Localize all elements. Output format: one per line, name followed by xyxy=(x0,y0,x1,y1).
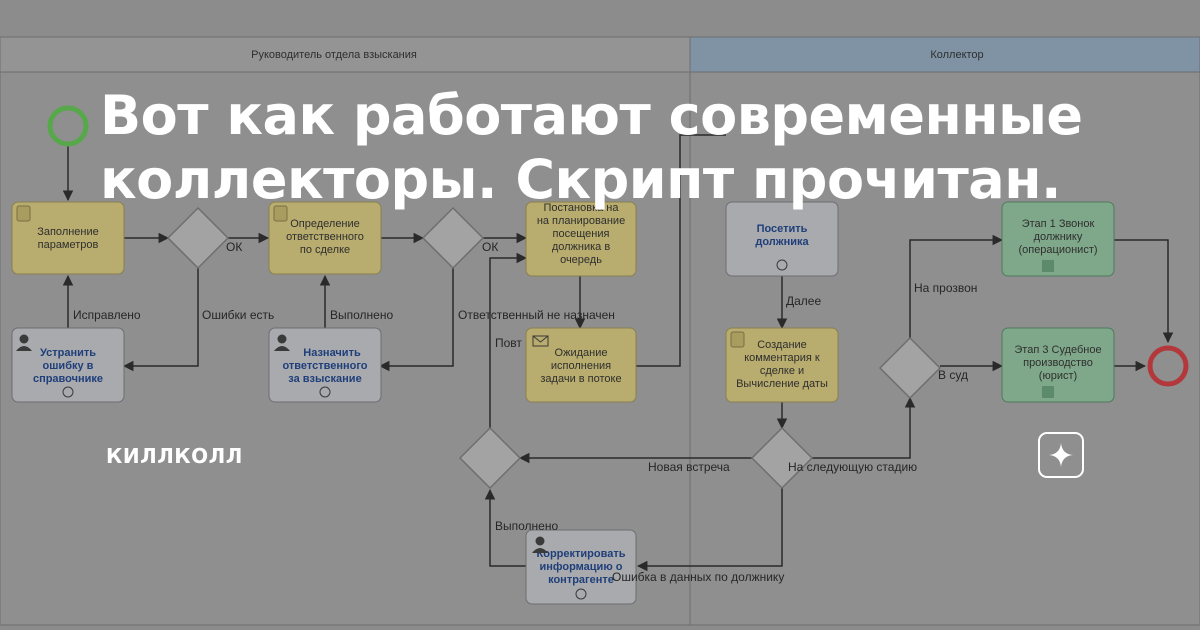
flow-label-done-1: Выполнено xyxy=(330,308,393,322)
message-icon xyxy=(532,335,549,347)
subprocess-plus-icon xyxy=(1042,386,1054,398)
lane-title-manager: Руководитель отдела взыскания xyxy=(251,49,417,61)
lane-header-left xyxy=(0,36,691,73)
timer-icon xyxy=(575,588,587,600)
flow-label-repeat: Повт xyxy=(495,336,522,350)
gateway-stage xyxy=(878,336,942,400)
user-icon xyxy=(16,346,32,351)
sparkle-icon xyxy=(1049,443,1073,467)
end-event xyxy=(1147,345,1189,387)
flow-label-ok-2: ОК xyxy=(482,240,498,254)
headline: Вот как работают современные коллекторы.… xyxy=(100,84,1160,212)
gateway-check-params xyxy=(166,206,230,270)
flow-label-to-call: На прозвон xyxy=(914,281,977,295)
timer-icon xyxy=(62,386,74,398)
timer-icon xyxy=(776,259,788,271)
headline-line-2: коллекторы. Скрипт прочитан. xyxy=(100,148,1062,211)
start-event xyxy=(47,105,89,147)
lane-title-collector: Коллектор xyxy=(930,49,983,61)
flow-label-next: Далее xyxy=(786,294,821,308)
user-icon xyxy=(19,334,29,344)
gateway-visit-result xyxy=(750,426,814,490)
sparkle-button[interactable] xyxy=(1038,432,1084,478)
flow-label-fixed: Исправлено xyxy=(73,308,141,322)
user-icon xyxy=(535,536,545,546)
timer-icons xyxy=(62,259,788,600)
flow-label-data-error: Ошибка в данных по должнику xyxy=(612,570,784,584)
subprocess-plus-icon xyxy=(1042,260,1054,272)
flow-label-no-owner: Ответственный не назначен xyxy=(458,308,615,322)
flow-label-errors: Ошибки есть xyxy=(202,308,274,322)
headline-line-1: Вот как работают современные xyxy=(100,84,1083,147)
script-icon xyxy=(16,205,31,222)
flow-label-done-2: Выполнено xyxy=(495,519,558,533)
flow-label-new-meeting: Новая встреча xyxy=(648,460,730,474)
subprocess-markers xyxy=(1042,260,1054,398)
script-icons xyxy=(16,205,745,348)
user-icon xyxy=(532,548,548,553)
flow-label-to-court: В суд xyxy=(938,368,968,382)
sequence-flows xyxy=(62,134,1174,572)
script-icon xyxy=(273,205,288,222)
flow-label-ok-1: ОК xyxy=(226,240,242,254)
flow-label-next-stage: На следующую стадию xyxy=(788,460,917,474)
user-icon xyxy=(277,334,287,344)
timer-icon xyxy=(319,386,331,398)
user-icon xyxy=(274,346,290,351)
gateways xyxy=(166,206,942,490)
gateway-merge xyxy=(458,426,522,490)
source-label: КИЛЛКОЛЛ xyxy=(106,444,243,468)
user-icons xyxy=(16,334,548,553)
lane-header-right xyxy=(689,36,1200,73)
gateway-check-owner xyxy=(421,206,485,270)
script-icon xyxy=(730,331,745,348)
